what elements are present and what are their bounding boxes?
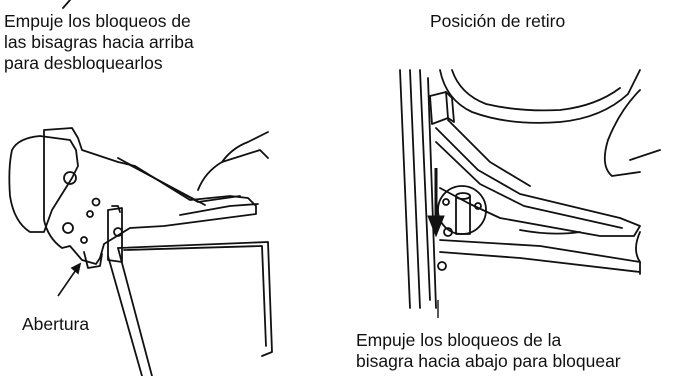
oven-interior-curve: [439, 69, 641, 124]
oven-body-outline: [8, 135, 79, 233]
lock-line-2: bisagra hacia abajo para bloquear: [356, 351, 621, 371]
rack-line: [179, 203, 259, 216]
door-panel: [117, 247, 153, 376]
unlock-line-2: las bisagras hacia arriba: [4, 32, 194, 52]
hinge-lock-down: [455, 195, 471, 235]
removal-position-label: Posición de retiro: [430, 11, 565, 32]
unlock-instruction-label: Empuje los bloqueos de las bisagras haci…: [4, 11, 194, 74]
opening-text: Abertura: [22, 314, 90, 334]
oven-frame-left: [399, 69, 411, 309]
removal-position-text: Posición de retiro: [430, 11, 566, 31]
door-slope: [435, 127, 641, 237]
lock-instruction-label: Empuje los bloqueos de la bisagra hacia …: [356, 330, 621, 372]
unlock-leader-line: [62, 0, 71, 9]
unlock-line-1: Empuje los bloqueos de: [4, 11, 191, 31]
lock-line-1: Empuje los bloqueos de la: [356, 330, 562, 350]
unlock-line-3: para desbloquearlos: [4, 53, 163, 73]
opening-label: Abertura: [22, 314, 89, 335]
opening-notch: [83, 251, 103, 269]
